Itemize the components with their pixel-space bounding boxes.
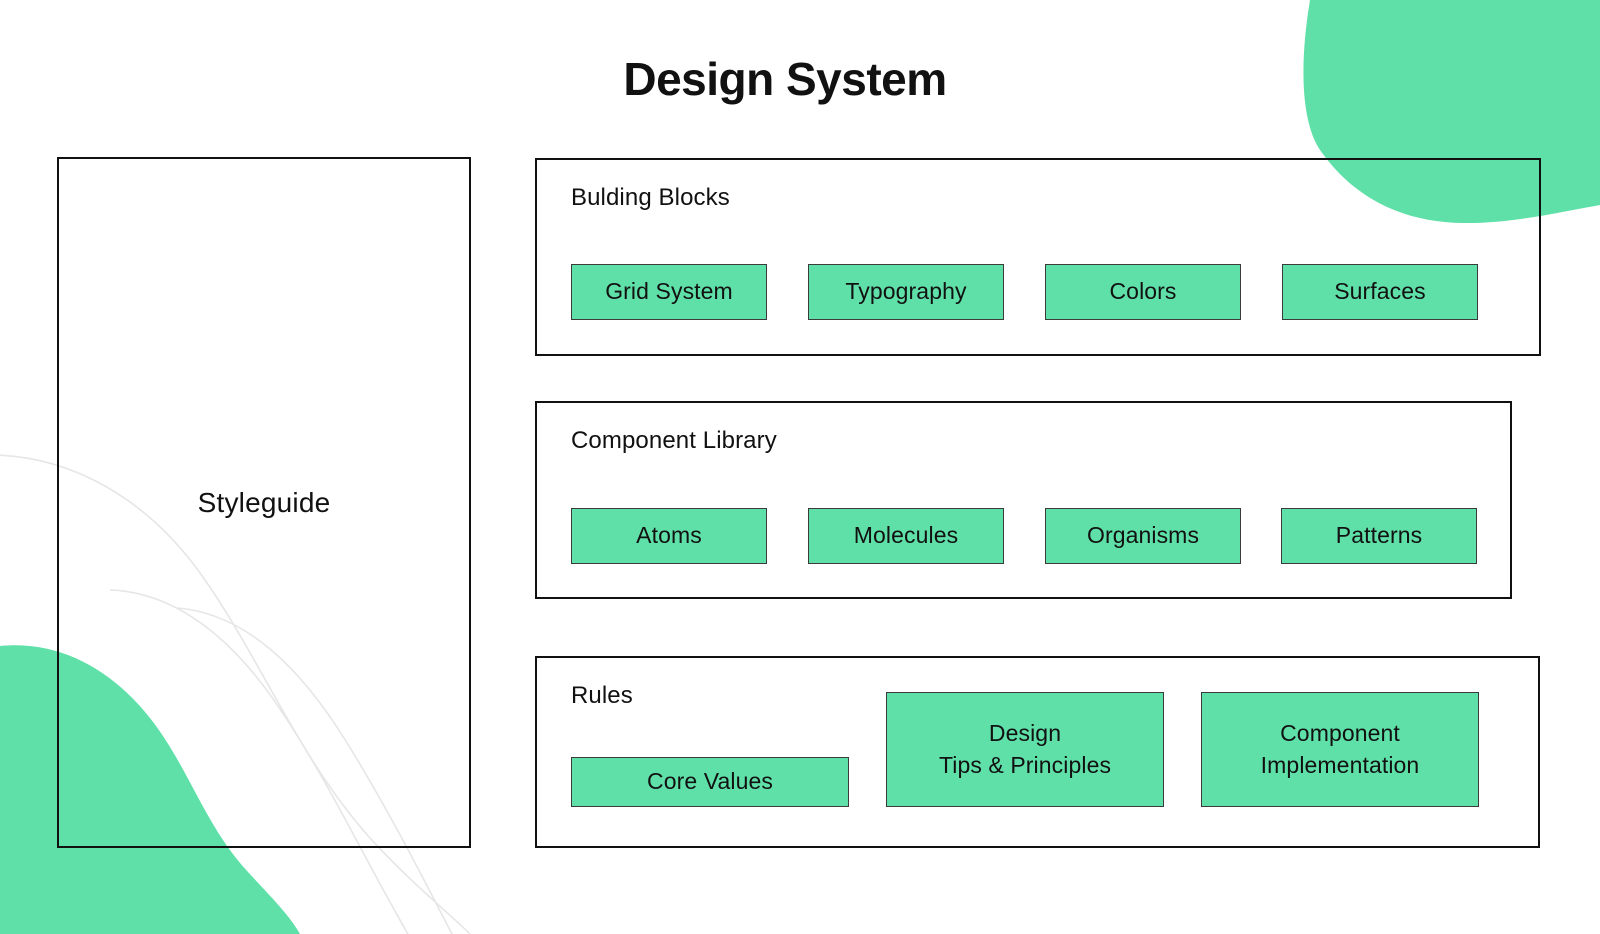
section-component-library: Component Library Atoms Molecules Organi… [535,401,1512,599]
chip-component-implementation[interactable]: Component Implementation [1201,692,1479,807]
section-building-blocks: Bulding Blocks Grid System Typography Co… [535,158,1541,356]
chip-atoms[interactable]: Atoms [571,508,767,564]
page-title: Design System [623,53,947,105]
chip-colors[interactable]: Colors [1045,264,1241,320]
styleguide-card[interactable]: Styleguide [57,157,471,848]
chip-molecules[interactable]: Molecules [808,508,1004,564]
chip-organisms[interactable]: Organisms [1045,508,1241,564]
chip-core-values[interactable]: Core Values [571,757,849,807]
section-title-building-blocks: Bulding Blocks [571,184,730,211]
chip-surfaces[interactable]: Surfaces [1282,264,1478,320]
section-title-component-library: Component Library [571,427,777,454]
chip-design-tips-and-principles[interactable]: Design Tips & Principles [886,692,1164,807]
section-title-rules: Rules [571,682,633,709]
section-rules: Rules Core Values Design Tips & Principl… [535,656,1540,848]
chip-typography[interactable]: Typography [808,264,1004,320]
styleguide-label: Styleguide [197,486,331,518]
chip-grid-system[interactable]: Grid System [571,264,767,320]
chip-patterns[interactable]: Patterns [1281,508,1477,564]
